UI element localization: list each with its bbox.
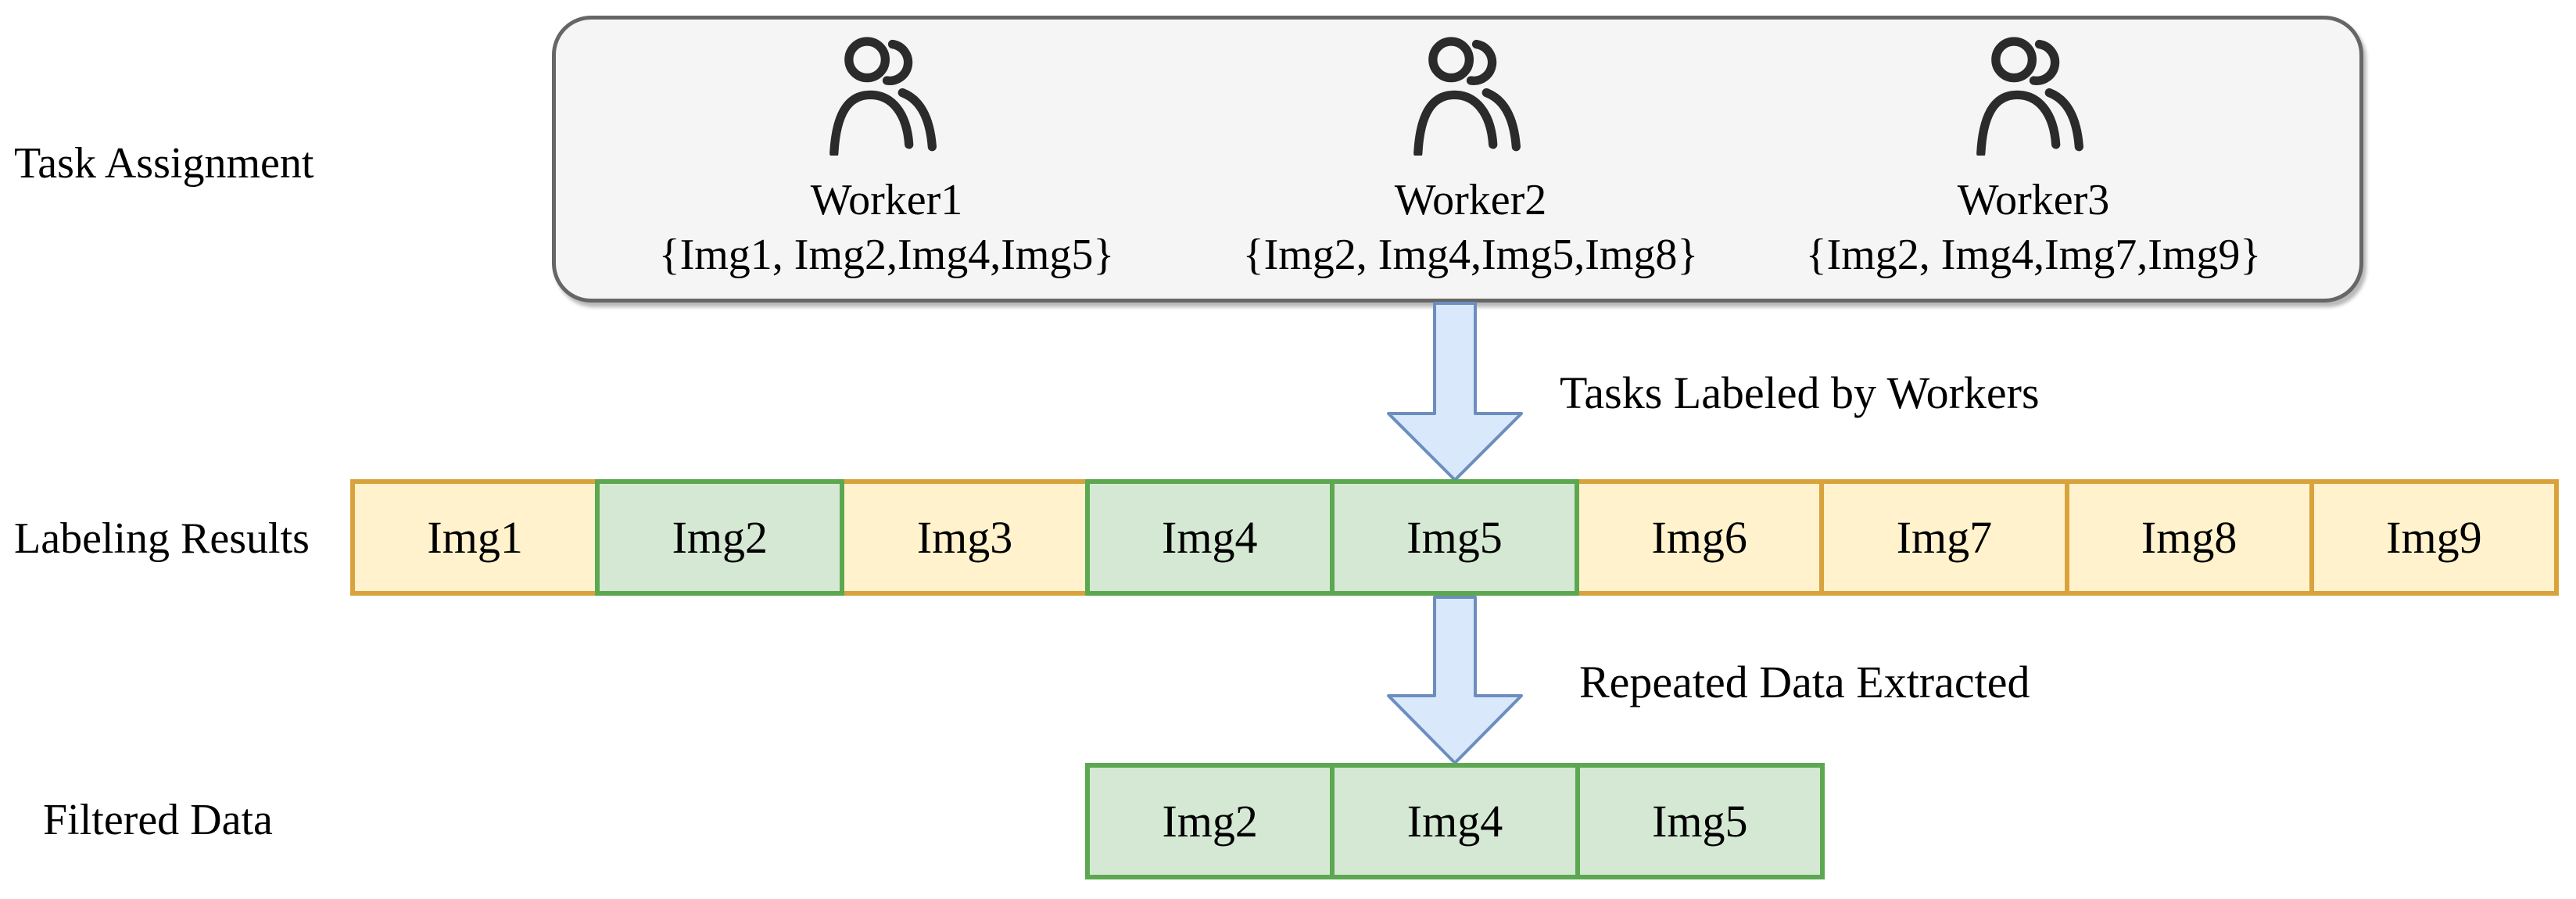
worker-assigned-set: {Img2, Img4,Img5,Img8} [1242,231,1699,279]
worker-name: Worker1 [810,176,963,224]
task-assignment-label: Task Assignment [14,139,314,188]
image-cell-label: Img6 [1651,512,1747,563]
image-cell-label: Img3 [916,512,1013,563]
worker-column: Worker2 {Img2, Img4,Img5,Img8} [1189,20,1752,282]
image-cell-label: Img2 [672,512,769,563]
image-cell: Img6 [1575,479,1825,596]
image-cell: Img9 [2309,479,2559,596]
image-cell-label: Img5 [1406,512,1503,563]
worker-column: Worker3 {Img2, Img4,Img7,Img9} [1752,20,2315,282]
worker-person-icon [829,37,937,156]
labeling-results-label: Labeling Results [14,514,310,563]
image-cell: Img2 [1085,763,1335,879]
image-cell: Img4 [1084,479,1335,596]
image-cell: Img2 [595,479,845,596]
filtered-data-row: Img2 Img4 Img5 [1085,763,1825,879]
labeling-results-row: Img1 Img2 Img3 Img4 Img5 Img6 Img7 [350,479,2559,596]
arrow-caption-tasks-labeled: Tasks Labeled by Workers [1560,367,2040,418]
worker-assigned-set: {Img2, Img4,Img7,Img9} [1805,231,2262,279]
image-cell: Img8 [2064,479,2314,596]
arrow-caption-repeated-extracted: Repeated Data Extracted [1579,657,2030,707]
down-arrow-repeated-extracted [1387,596,1523,765]
image-cell: Img1 [350,479,600,596]
image-cell-label: Img4 [1406,796,1503,847]
image-cell-label: Img9 [2386,512,2482,563]
image-cell-label: Img8 [2141,512,2237,563]
image-cell-label: Img2 [1162,796,1258,847]
worker-person-icon [1976,37,2083,156]
image-cell: Img5 [1575,763,1825,879]
task-assignment-panel: Worker1 {Img1, Img2,Img4,Img5} Worker2 {… [552,16,2363,303]
filtered-data-label: Filtered Data [43,796,273,844]
image-cell: Img4 [1330,763,1580,879]
image-cell-label: Img4 [1162,512,1258,563]
worker-name: Worker3 [1957,176,2110,224]
worker-column: Worker1 {Img1, Img2,Img4,Img5} [605,20,1168,282]
image-cell: Img3 [840,479,1090,596]
image-cell: Img5 [1329,479,1580,596]
worker-person-icon [1413,37,1521,156]
image-cell-label: Img7 [1896,512,1993,563]
worker-assigned-set: {Img1, Img2,Img4,Img5} [658,231,1115,279]
image-cell-label: Img5 [1652,796,1748,847]
worker-name: Worker2 [1394,176,1547,224]
image-cell: Img7 [1819,479,2069,596]
down-arrow-tasks-labeled [1387,302,1523,482]
image-cell-label: Img1 [427,512,523,563]
